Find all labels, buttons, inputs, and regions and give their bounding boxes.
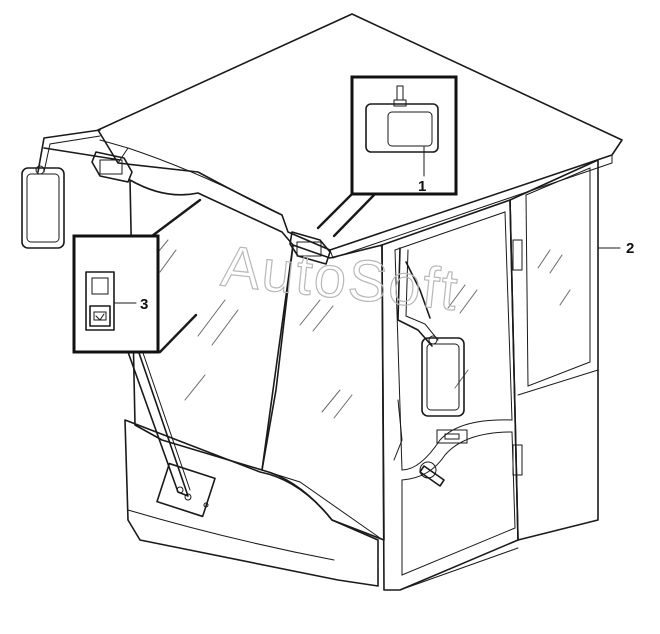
windshield-wiper — [127, 349, 216, 518]
work-light-icon — [365, 85, 439, 153]
cab-roof — [97, 13, 623, 259]
cab-front — [124, 179, 381, 587]
callout-label-2: 2 — [626, 240, 634, 257]
callout-1: 1 — [316, 75, 458, 238]
callout-label-1: 1 — [418, 178, 426, 195]
watermark-text: AutoSoft — [218, 234, 462, 324]
cab-rear-side — [509, 159, 599, 541]
callout-label-3: 3 — [140, 296, 148, 313]
cab-door — [381, 199, 523, 591]
rear-view-mirror-icon — [21, 129, 121, 249]
door-handle-icon — [419, 429, 468, 487]
callout-3: 3 — [72, 198, 202, 354]
work-light-front-left — [91, 151, 133, 183]
callout-2: 2 — [597, 240, 634, 257]
rear-view-mirror-icon-right — [393, 247, 465, 461]
work-light-front-right — [289, 231, 331, 265]
rocker-switch-icon — [85, 271, 115, 331]
